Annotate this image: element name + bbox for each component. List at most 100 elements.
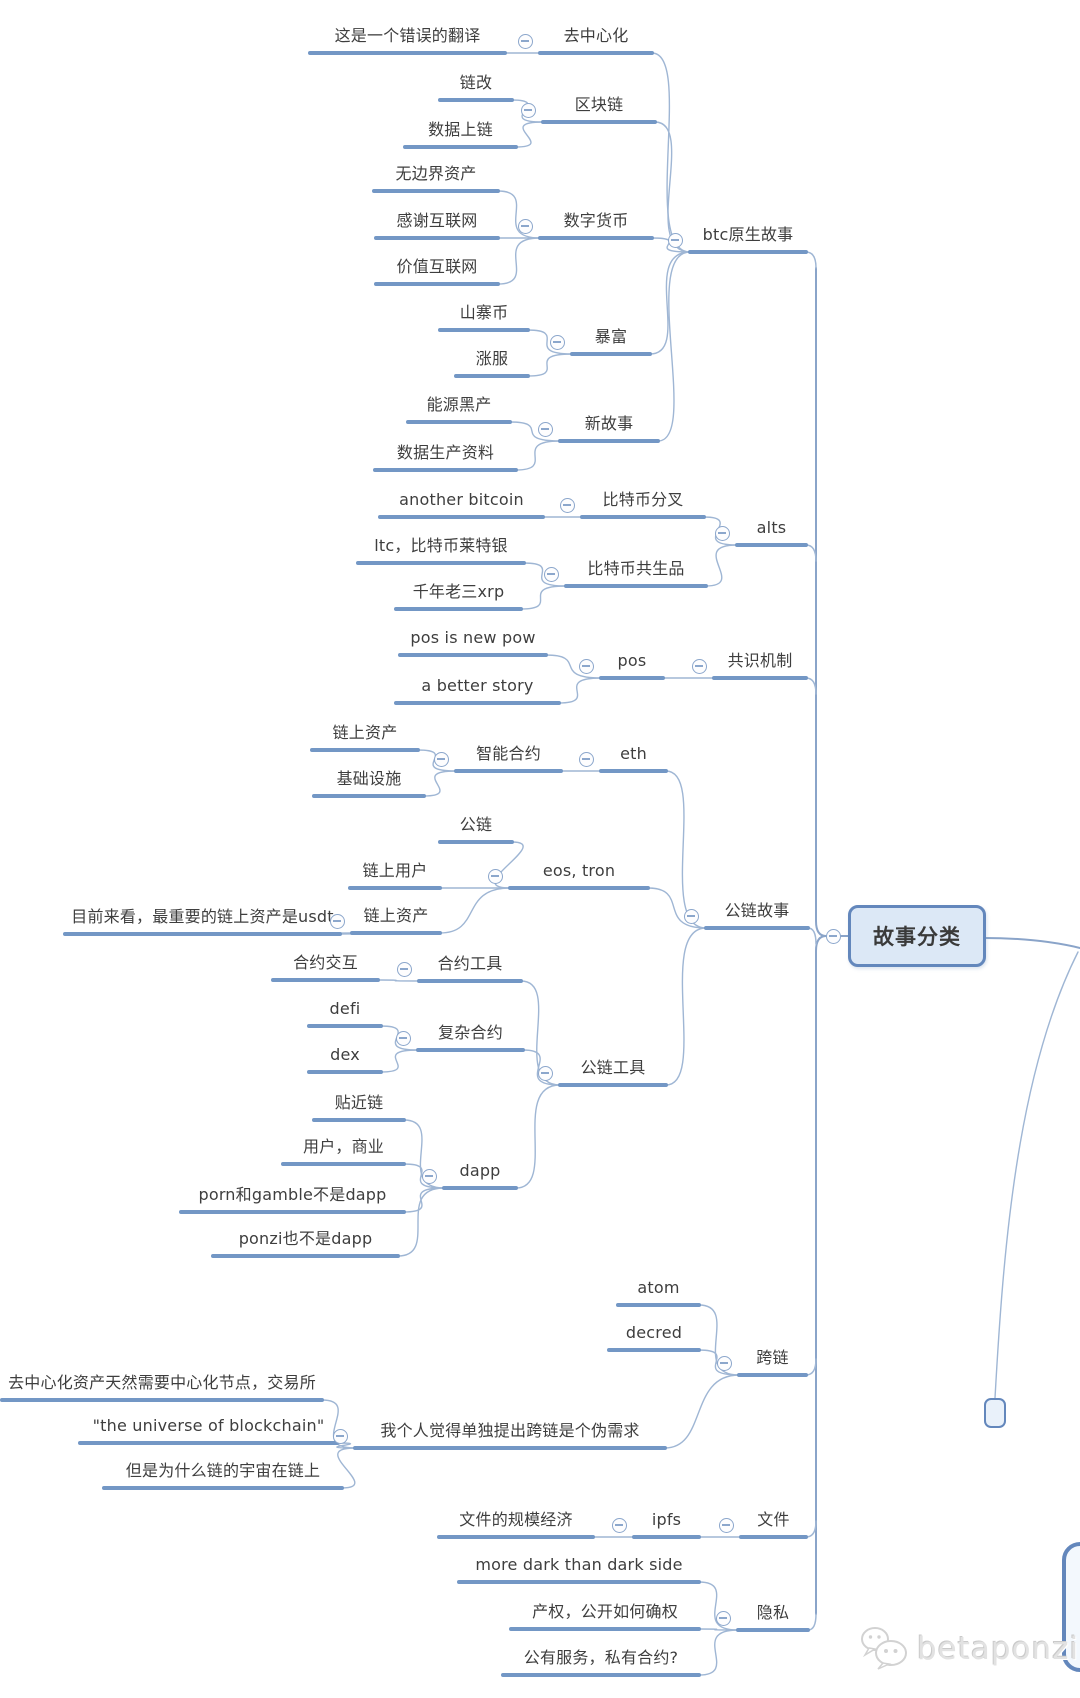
collapse-icon[interactable] xyxy=(559,497,575,513)
node-new-story[interactable]: 新故事 xyxy=(584,414,634,433)
collapse-icon[interactable] xyxy=(691,658,707,674)
node-privacy[interactable]: 隐私 xyxy=(756,1603,790,1622)
connector xyxy=(336,1442,356,1449)
collapse-icon[interactable] xyxy=(537,1065,553,1081)
node-pos[interactable]: pos xyxy=(617,651,647,670)
connector xyxy=(523,562,567,587)
node-dex[interactable]: dex xyxy=(330,1045,360,1064)
collapse-icon[interactable] xyxy=(578,751,594,767)
collapse-icon[interactable] xyxy=(543,566,559,582)
node-digital-currency[interactable]: 数字货币 xyxy=(563,211,629,230)
collapse-icon[interactable] xyxy=(549,334,565,350)
node-file-economy[interactable]: 文件的规模经济 xyxy=(459,1510,573,1529)
node-contract-interaction[interactable]: 合约交互 xyxy=(293,953,358,972)
collapse-icon[interactable] xyxy=(517,33,533,49)
node-ipfs[interactable]: ipfs xyxy=(651,1510,682,1529)
node-universe-blockchain[interactable]: "the universe of blockchain" xyxy=(92,1416,325,1435)
node-btc-symbiotic[interactable]: 比特币共生品 xyxy=(587,559,685,578)
collapse-icon[interactable] xyxy=(332,1428,348,1444)
collapse-icon[interactable] xyxy=(715,1610,731,1626)
collapse-icon[interactable] xyxy=(716,1355,732,1371)
node-chain-universe[interactable]: 但是为什么链的宇宙在链上 xyxy=(125,1461,321,1480)
node-infrastructure[interactable]: 基础设施 xyxy=(336,769,402,788)
collapse-icon[interactable] xyxy=(683,908,699,924)
node-eos-tron[interactable]: eos, tron xyxy=(542,861,616,880)
node-files[interactable]: 文件 xyxy=(757,1510,790,1529)
collapse-icon[interactable] xyxy=(487,868,503,884)
node-value-internet[interactable]: 价值互联网 xyxy=(396,257,478,276)
node-public-service[interactable]: 公有服务，私有合约? xyxy=(523,1648,679,1667)
node-get-rich[interactable]: 暴富 xyxy=(594,327,628,346)
node-data-on-chain[interactable]: 数据上链 xyxy=(428,120,493,139)
collapse-icon[interactable] xyxy=(520,102,536,118)
collapse-icon[interactable] xyxy=(667,232,683,248)
node-complex-contract[interactable]: 复杂合约 xyxy=(438,1023,503,1042)
node-alts[interactable]: alts xyxy=(756,518,787,537)
node-energy-black[interactable]: 能源黑产 xyxy=(426,395,492,414)
node-porn-gamble[interactable]: porn和gamble不是dapp xyxy=(198,1185,387,1204)
collapse-icon[interactable] xyxy=(433,751,449,767)
node-usdt-note[interactable]: 目前来看，最重要的链上资产是usdt xyxy=(71,907,334,926)
node-close-to-chain[interactable]: 贴近链 xyxy=(334,1093,384,1112)
node-data-production[interactable]: 数据生产资料 xyxy=(396,443,495,462)
node-onchain-assets-a[interactable]: 链上资产 xyxy=(332,723,398,742)
node-wrong-translation[interactable]: 这是一个错误的翻译 xyxy=(334,26,481,45)
collapse-icon[interactable] xyxy=(611,1517,627,1533)
collapse-icon[interactable] xyxy=(578,658,594,674)
watermark-text: betaponzi xyxy=(917,1631,1080,1667)
node-decred[interactable]: decred xyxy=(625,1323,683,1342)
node-pseudo-demand[interactable]: 我个人觉得单独提出跨链是个伪需求 xyxy=(380,1421,640,1440)
node-onchain-assets-b[interactable]: 链上资产 xyxy=(363,906,429,925)
collapse-icon[interactable] xyxy=(537,421,553,437)
node-another-bitcoin[interactable]: another bitcoin xyxy=(399,490,524,509)
node-smart-contract[interactable]: 智能合约 xyxy=(476,744,541,763)
node-property-rights[interactable]: 产权，公开如何确权 xyxy=(532,1602,678,1621)
node-chain-reform[interactable]: 链改 xyxy=(459,73,493,92)
node-atom[interactable]: atom xyxy=(637,1278,680,1297)
node-pos-new-pow[interactable]: pos is new pow xyxy=(410,628,536,647)
node-chain-tools[interactable]: 公链工具 xyxy=(580,1058,646,1077)
connector xyxy=(647,887,707,929)
node-more-dark[interactable]: more dark than dark side xyxy=(475,1555,683,1574)
node-thanks-internet[interactable]: 感谢互联网 xyxy=(396,211,478,230)
root-label: 故事分类 xyxy=(873,925,961,949)
node-ponzi-not-dapp[interactable]: ponzi也不是dapp xyxy=(238,1229,373,1248)
node-consensus[interactable]: 共识机制 xyxy=(727,651,793,670)
connector xyxy=(651,237,691,253)
node-contract-tools[interactable]: 合约工具 xyxy=(437,954,503,973)
collapse-icon[interactable] xyxy=(329,913,345,929)
node-public-chain-story[interactable]: 公链故事 xyxy=(724,901,790,920)
node-public-chain[interactable]: 公链 xyxy=(459,815,493,834)
cutoff-node-stub[interactable] xyxy=(984,1398,1006,1428)
node-centralized-nodes[interactable]: 去中心化资产天然需要中心化节点，交易所 xyxy=(8,1373,316,1392)
node-onchain-users[interactable]: 链上用户 xyxy=(362,861,428,880)
node-eth[interactable]: eth xyxy=(620,744,647,763)
node-blockchain[interactable]: 区块链 xyxy=(574,95,624,114)
collapse-icon[interactable] xyxy=(517,218,533,234)
collapse-icon[interactable] xyxy=(714,525,730,541)
connector xyxy=(522,1049,561,1086)
node-borderless-assets[interactable]: 无边界资产 xyxy=(395,164,477,183)
node-xrp[interactable]: 千年老三xrp xyxy=(412,582,505,601)
node-btc-native-story[interactable]: btc原生故事 xyxy=(702,225,794,244)
node-ltc[interactable]: ltc，比特币莱特银 xyxy=(374,536,508,555)
node-decentralization[interactable]: 去中心化 xyxy=(563,26,629,45)
node-altcoin[interactable]: 山寨币 xyxy=(459,303,509,322)
connector xyxy=(698,1629,739,1676)
node-btc-fork[interactable]: 比特币分叉 xyxy=(602,490,684,509)
collapse-icon[interactable] xyxy=(718,1517,734,1533)
node-better-story[interactable]: a better story xyxy=(421,676,534,695)
collapse-icon[interactable] xyxy=(396,961,412,977)
node-users-business[interactable]: 用户，商业 xyxy=(302,1137,385,1156)
connector xyxy=(665,927,707,1086)
node-dapp[interactable]: dapp xyxy=(459,1161,501,1180)
node-cross-chain[interactable]: 跨链 xyxy=(756,1348,789,1367)
collapse-icon[interactable] xyxy=(421,1168,437,1184)
collapse-icon[interactable] xyxy=(825,928,841,944)
root-node[interactable]: 故事分类 xyxy=(848,905,986,967)
node-zhangfu[interactable]: 涨服 xyxy=(475,349,509,368)
node-defi[interactable]: defi xyxy=(329,999,361,1018)
collapse-icon[interactable] xyxy=(395,1030,411,1046)
